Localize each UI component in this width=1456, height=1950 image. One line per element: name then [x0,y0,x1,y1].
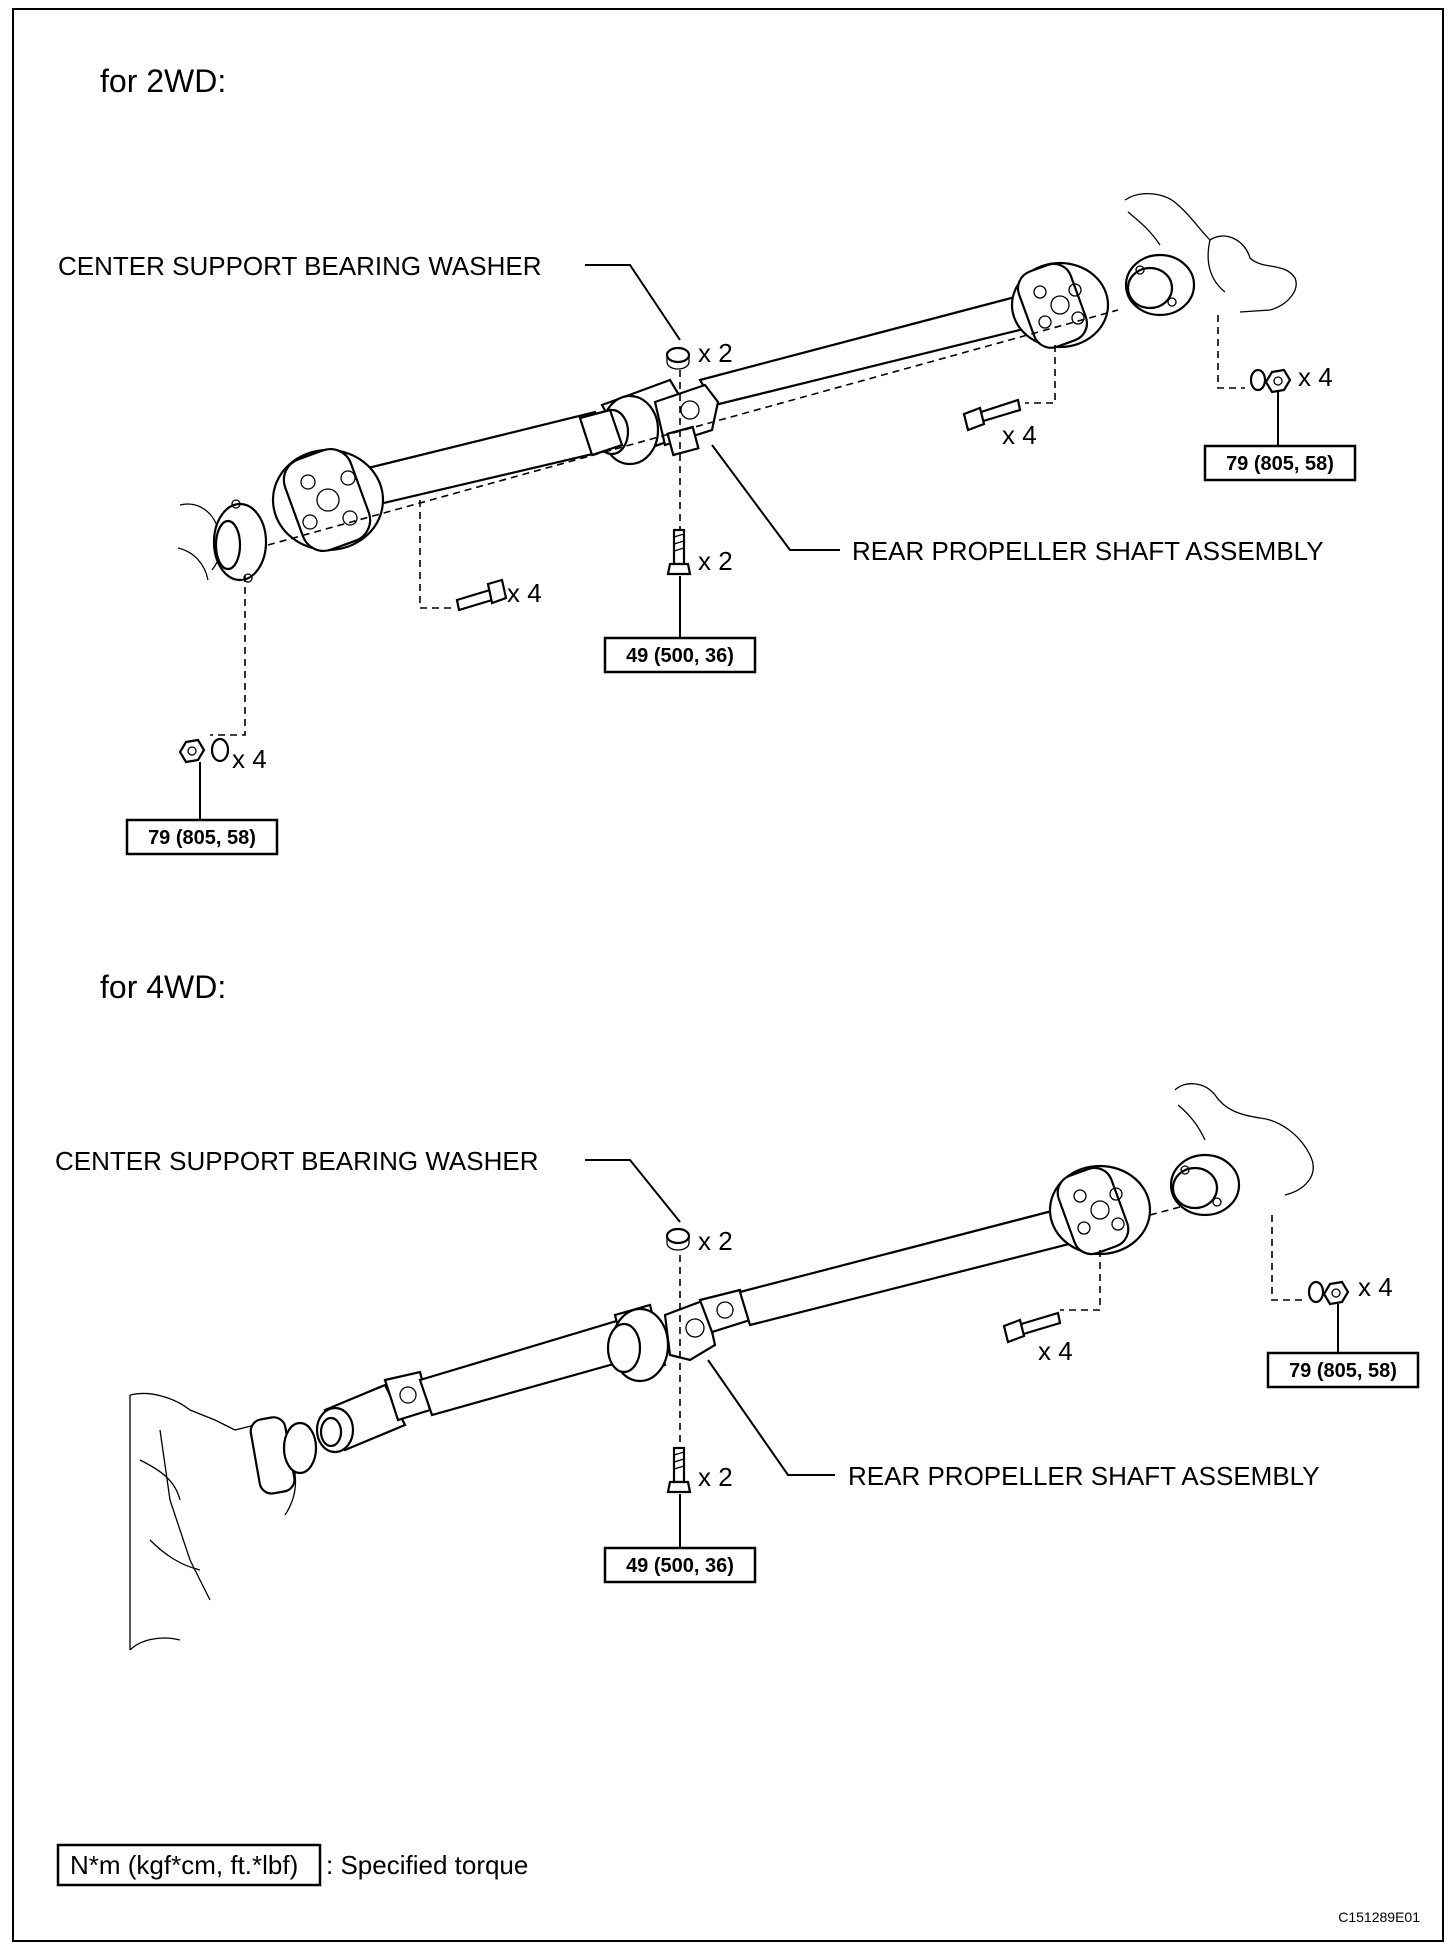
legend-unit-box [56,1843,322,1887]
rear-propeller-shaft-4wd [315,1164,1152,1454]
center-bolt-qty: x 2 [698,546,733,576]
rear-nut-guide-4wd [1271,1215,1305,1301]
washer-qty: x 2 [698,338,733,368]
transmission-flange-2wd [177,499,268,583]
section-4wd-header: for 4WD: [100,969,226,1005]
front-bolt-qty: x 4 [507,578,542,608]
assembly-label: REAR PROPELLER SHAFT ASSEMBLY [852,536,1324,566]
rear-propeller-shaft-2wd [271,261,1110,552]
assembly-leader-4wd [707,1359,835,1476]
rear-differential-2wd [1124,193,1297,317]
rear-bolt-icon-4wd [1002,1311,1062,1344]
rear-bolt-qty-4wd: x 4 [1038,1336,1073,1366]
front-torque-value: 79 (805, 58) [148,827,256,849]
rear-nut-qty-4wd: x 4 [1358,1272,1393,1302]
center-washer-icon-4wd [665,1227,691,1251]
rear-nut-guide-2wd [1217,315,1245,389]
assembly-label-4wd: REAR PROPELLER SHAFT ASSEMBLY [848,1461,1320,1491]
figure-code: C151289E01 [1338,1909,1420,1925]
front-bolt-guide-2wd [419,500,455,609]
center-torque-value: 49 (500, 36) [626,645,734,667]
rear-bolt-qty: x 4 [1002,420,1037,450]
diagram-frame [12,8,1444,1942]
assembly-leader [711,444,840,551]
washer-label: CENTER SUPPORT BEARING WASHER [58,251,542,281]
center-torque-value-4wd: 49 (500, 36) [626,1555,734,1577]
legend-description: : Specified torque [326,1850,528,1880]
washer-leader-4wd [585,1159,681,1223]
axis-line-2wd [267,309,1119,546]
front-nut-qty: x 4 [232,744,267,774]
axis-line-4wd [1149,1206,1181,1216]
front-bolt-icon [455,578,508,612]
center-bolt-icon-4wd [666,1446,692,1494]
washer-label-4wd: CENTER SUPPORT BEARING WASHER [55,1146,539,1176]
center-washer-icon [665,346,691,370]
rear-torque-box [1203,444,1357,482]
rear-torque-box-4wd [1266,1351,1420,1389]
rear-bolt-guide-2wd [1025,345,1056,404]
rear-torque-value-4wd: 79 (805, 58) [1289,1360,1397,1382]
front-torque-box [125,818,279,856]
center-torque-box-4wd [603,1546,757,1584]
front-nut-icon [178,737,230,764]
front-nut-guide-2wd [210,575,246,736]
rear-nut-icon [1249,368,1292,394]
rear-nut-icon-4wd [1307,1280,1350,1306]
center-torque-box [603,636,757,674]
rear-torque-value: 79 (805, 58) [1226,453,1334,475]
washer-leader [585,264,681,341]
section-2wd-header: for 2WD: [100,63,226,99]
washer-qty-4wd: x 2 [698,1226,733,1256]
rear-bolt-guide-4wd [1060,1250,1101,1311]
center-bolt-qty-4wd: x 2 [698,1462,733,1492]
rear-bolt-icon [962,398,1022,432]
center-bolt-icon [666,528,692,576]
rear-differential-4wd [1169,1083,1314,1217]
rear-nut-qty: x 4 [1298,362,1333,392]
legend-unit: N*m (kgf*cm, ft.*lbf) [70,1850,298,1880]
transmission-4wd [129,1392,318,1651]
